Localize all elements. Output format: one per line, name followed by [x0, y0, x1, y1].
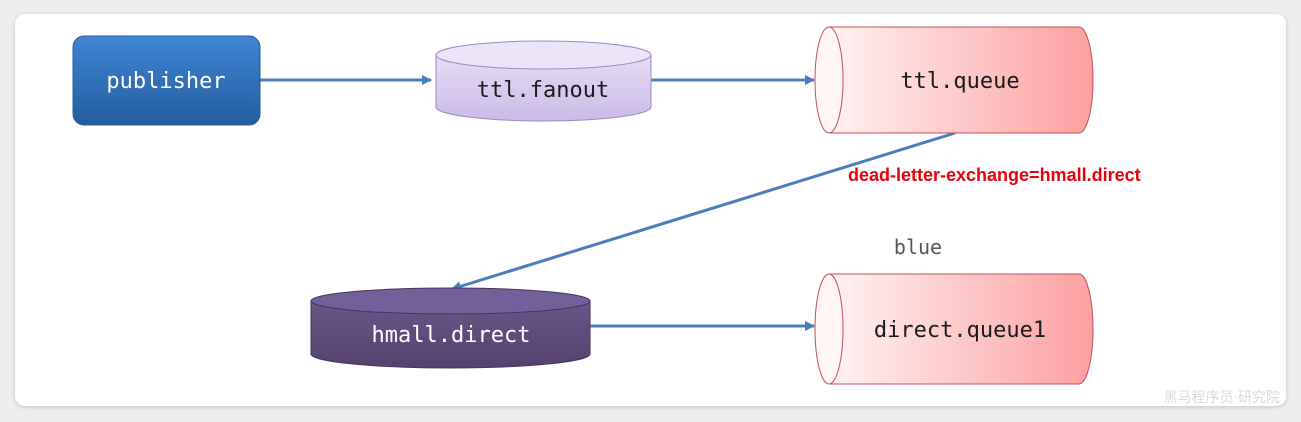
- dead-letter-annotation: dead-letter-exchange=hmall.direct: [848, 165, 1141, 185]
- publisher-label: publisher: [106, 69, 225, 94]
- direct-queue1: direct.queue1: [814, 273, 1094, 385]
- edge-ttl-queue-to-hmall-direct: [451, 131, 956, 292]
- hmall-direct-label: hmall.direct: [372, 323, 531, 348]
- ttl-queue-label: ttl.queue: [900, 69, 1019, 94]
- ttl-fanout-exchange: ttl.fanout: [435, 40, 652, 122]
- routing-key-label: blue: [894, 235, 942, 259]
- watermark: 黑马程序员·研究院: [1164, 390, 1280, 406]
- ttl-queue: ttl.queue: [814, 26, 1094, 134]
- direct-queue1-label: direct.queue1: [874, 318, 1046, 343]
- ttl-fanout-label: ttl.fanout: [477, 78, 609, 103]
- hmall-direct-exchange: hmall.direct: [310, 287, 591, 369]
- publisher-node: publisher: [72, 35, 261, 126]
